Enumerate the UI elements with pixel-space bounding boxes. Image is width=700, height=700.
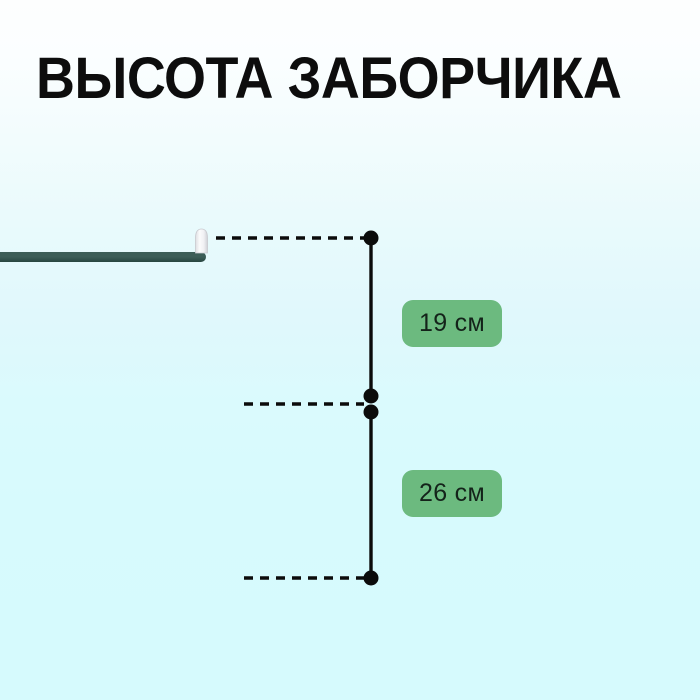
measure-dot-bottom [363, 570, 379, 586]
dimension-annotations [216, 230, 379, 586]
measure-dot-mid-lower [363, 404, 379, 420]
measure-dot-mid-upper [363, 388, 379, 404]
fence-frame [0, 228, 208, 586]
fence-bar-top [0, 252, 206, 262]
measure-dot-top [363, 230, 379, 246]
measurement-badge-upper: 19 см [402, 300, 502, 347]
post-cap-icon [195, 228, 208, 254]
measurement-badge-lower: 26 см [402, 470, 502, 517]
page-title: ВЫСОТА ЗАБОРЧИКА [36, 46, 622, 111]
